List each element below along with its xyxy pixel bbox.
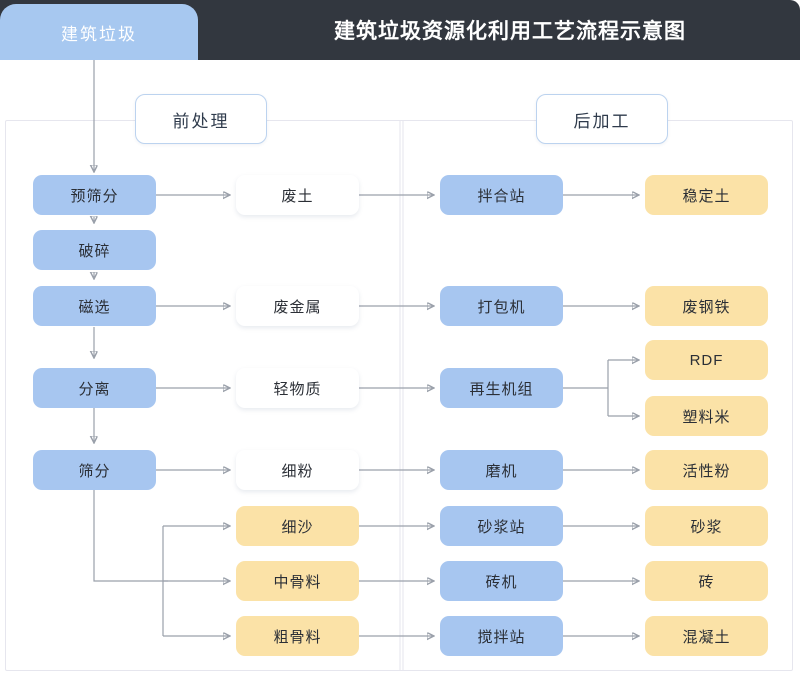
node-product-stabilized-soil[interactable]: 稳定土 bbox=[645, 175, 768, 215]
node-equipment-mortar-station[interactable]: 砂浆站 bbox=[440, 506, 563, 546]
node-product-scrap-steel[interactable]: 废钢铁 bbox=[645, 286, 768, 326]
node-product-brick[interactable]: 砖 bbox=[645, 561, 768, 601]
node-process-screening[interactable]: 筛分 bbox=[33, 450, 156, 490]
node-product-mortar[interactable]: 砂浆 bbox=[645, 506, 768, 546]
node-process-crushing[interactable]: 破碎 bbox=[33, 230, 156, 270]
node-material-fine-sand[interactable]: 细沙 bbox=[236, 506, 359, 546]
node-equipment-mixing-station[interactable]: 拌合站 bbox=[440, 175, 563, 215]
node-product-concrete[interactable]: 混凝土 bbox=[645, 616, 768, 656]
node-equipment-concrete-station[interactable]: 搅拌站 bbox=[440, 616, 563, 656]
node-material-medium-aggregate[interactable]: 中骨料 bbox=[236, 561, 359, 601]
node-process-separation[interactable]: 分离 bbox=[33, 368, 156, 408]
node-material-light-matter[interactable]: 轻物质 bbox=[236, 368, 359, 408]
page-title: 建筑垃圾资源化利用工艺流程示意图 bbox=[334, 20, 686, 43]
node-equipment-baler[interactable]: 打包机 bbox=[440, 286, 563, 326]
node-product-rdf[interactable]: RDF bbox=[645, 340, 768, 380]
diagram-frame bbox=[5, 120, 793, 671]
node-product-active-powder[interactable]: 活性粉 bbox=[645, 450, 768, 490]
node-material-waste-metal[interactable]: 废金属 bbox=[236, 286, 359, 326]
node-product-plastic-pellet[interactable]: 塑料米 bbox=[645, 396, 768, 436]
node-process-pre-screening[interactable]: 预筛分 bbox=[33, 175, 156, 215]
phase-label-preprocessing: 前处理 bbox=[135, 94, 267, 144]
node-material-fine-powder[interactable]: 细粉 bbox=[236, 450, 359, 490]
node-equipment-mill[interactable]: 磨机 bbox=[440, 450, 563, 490]
node-equipment-brick-machine[interactable]: 砖机 bbox=[440, 561, 563, 601]
node-material-waste-soil[interactable]: 废土 bbox=[236, 175, 359, 215]
phase-label-postprocessing: 后加工 bbox=[536, 94, 668, 144]
node-process-magnetic-separation[interactable]: 磁选 bbox=[33, 286, 156, 326]
header-tab-input-material[interactable]: 建筑垃圾 bbox=[0, 4, 198, 60]
node-material-coarse-aggregate[interactable]: 粗骨料 bbox=[236, 616, 359, 656]
node-equipment-recycling-unit[interactable]: 再生机组 bbox=[440, 368, 563, 408]
